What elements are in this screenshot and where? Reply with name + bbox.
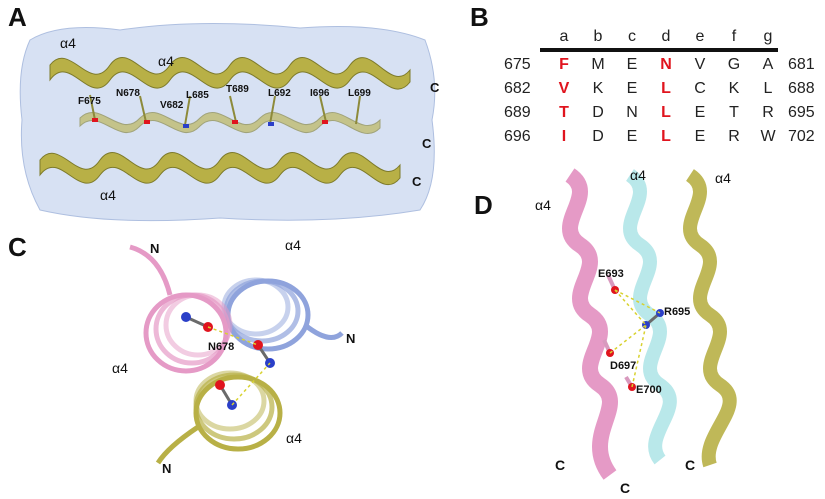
terminus-label: C [620,480,630,496]
residue: G [727,56,741,73]
residue: I [561,128,567,145]
heptad-position: e [695,28,705,45]
panel-d-helix-label: α4 [535,197,551,213]
residue-label: D697 [610,360,636,372]
panel-c-helix-label: α4 [286,430,302,446]
heptad-position: f [731,28,737,45]
residue: L [763,80,773,97]
terminus-label: C [412,174,422,189]
residue-label: R695 [664,306,690,318]
panel-a-helix-label: α4 [158,53,174,69]
residue: T [729,104,739,121]
heptad-row: 675 F M E N V G A 681 [504,56,820,78]
residue-label: F675 [78,96,101,107]
residue: W [760,128,776,145]
residue-label: T689 [226,84,249,95]
heptad-position: a [559,28,569,45]
terminus-label: C [422,136,432,151]
heptad-table: a b c d e f g 675 F M E N V G A 681 682 … [504,26,820,176]
terminus-label: N [346,331,355,346]
panel-a-helix-label: α4 [60,35,76,51]
panel-d-helix-label: α4 [630,167,646,183]
panel-d-label: D [474,190,493,220]
panel-c-helix-label: α4 [285,237,301,253]
heptad-row: 696 I D E L E R W 702 [504,128,820,150]
residue-label: N678 [116,88,140,99]
residue: N [626,104,638,121]
residue: F [559,56,569,73]
panel-c-helix-label: α4 [112,360,128,376]
residue: T [559,104,569,121]
residue: C [694,80,706,97]
panel-c-figure: α4 α4 α4 N678 N N N [112,237,355,476]
residue: N [660,56,672,73]
residue: A [762,56,774,73]
row-start: 682 [504,80,531,97]
residue: L [661,104,671,121]
row-end: 695 [788,104,815,121]
row-start: 675 [504,56,531,73]
residue-label: L699 [348,88,371,99]
residue-label: L692 [268,88,291,99]
terminus-label: C [555,457,565,473]
residue: R [728,128,740,145]
terminus-label: C [685,457,695,473]
terminus-label: N [162,461,171,476]
residue: V [558,80,570,97]
residue: D [592,104,604,121]
residue-label: I696 [310,88,330,99]
residue: E [626,80,638,97]
row-end: 681 [788,56,815,73]
residue: D [592,128,604,145]
heptad-position: d [661,28,671,45]
panel-b-label: B [470,2,489,32]
residue-label: E700 [636,384,662,396]
heptad-position: b [593,28,603,45]
residue-label: V682 [160,100,184,111]
residue: E [694,104,706,121]
panel-a-helix-label: α4 [100,187,116,203]
heptad-header-row: a b c d e f g [520,28,820,50]
panel-d-helix-label: α4 [715,170,731,186]
residue: K [592,80,604,97]
residue: L [661,80,671,97]
panel-c-residue-label: N678 [208,341,234,353]
row-end: 702 [788,128,815,145]
residue-label: E693 [598,268,624,280]
row-start: 689 [504,104,531,121]
row-start: 696 [504,128,531,145]
residue-label: L685 [186,90,209,101]
panel-d-figure: α4 α4 α4 E693 R695 D697 E700 C C C [535,167,737,496]
terminus-label: N [150,241,159,256]
panel-a-figure: α4 α4 α4 F675 N678 V682 L685 T689 L692 I… [19,22,440,222]
panel-c-label: C [8,232,27,262]
heptad-row: 682 V K E L C K L 688 [504,80,820,102]
residue: L [661,128,671,145]
terminus-label: C [430,80,440,95]
heptad-position: c [628,28,636,45]
heptad-row: 689 T D N L E T R 695 [504,104,820,126]
header-rule [540,48,778,52]
residue: E [626,128,638,145]
residue: V [694,56,706,73]
heptad-position: g [763,28,773,45]
panel-a-label: A [8,2,27,32]
residue: K [728,80,740,97]
residue: E [694,128,706,145]
residue: R [762,104,774,121]
residue: M [591,56,605,73]
row-end: 688 [788,80,815,97]
residue: E [626,56,638,73]
